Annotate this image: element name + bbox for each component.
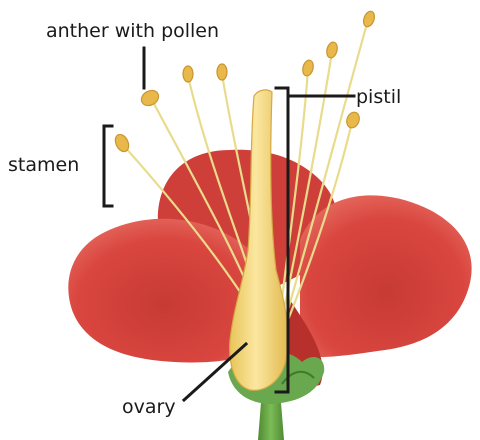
stamen-bracket — [104, 126, 112, 206]
anther — [362, 10, 377, 28]
anther — [183, 66, 193, 82]
anther — [139, 87, 162, 108]
petal-right — [300, 195, 472, 357]
anther — [301, 59, 315, 77]
label-stamen: stamen — [8, 156, 79, 175]
label-ovary: ovary — [122, 398, 176, 417]
anther — [325, 41, 339, 59]
anther — [217, 64, 227, 80]
label-anther-with-pollen: anther with pollen — [46, 22, 219, 41]
label-pistil: pistil — [356, 88, 401, 107]
anther — [345, 110, 362, 129]
